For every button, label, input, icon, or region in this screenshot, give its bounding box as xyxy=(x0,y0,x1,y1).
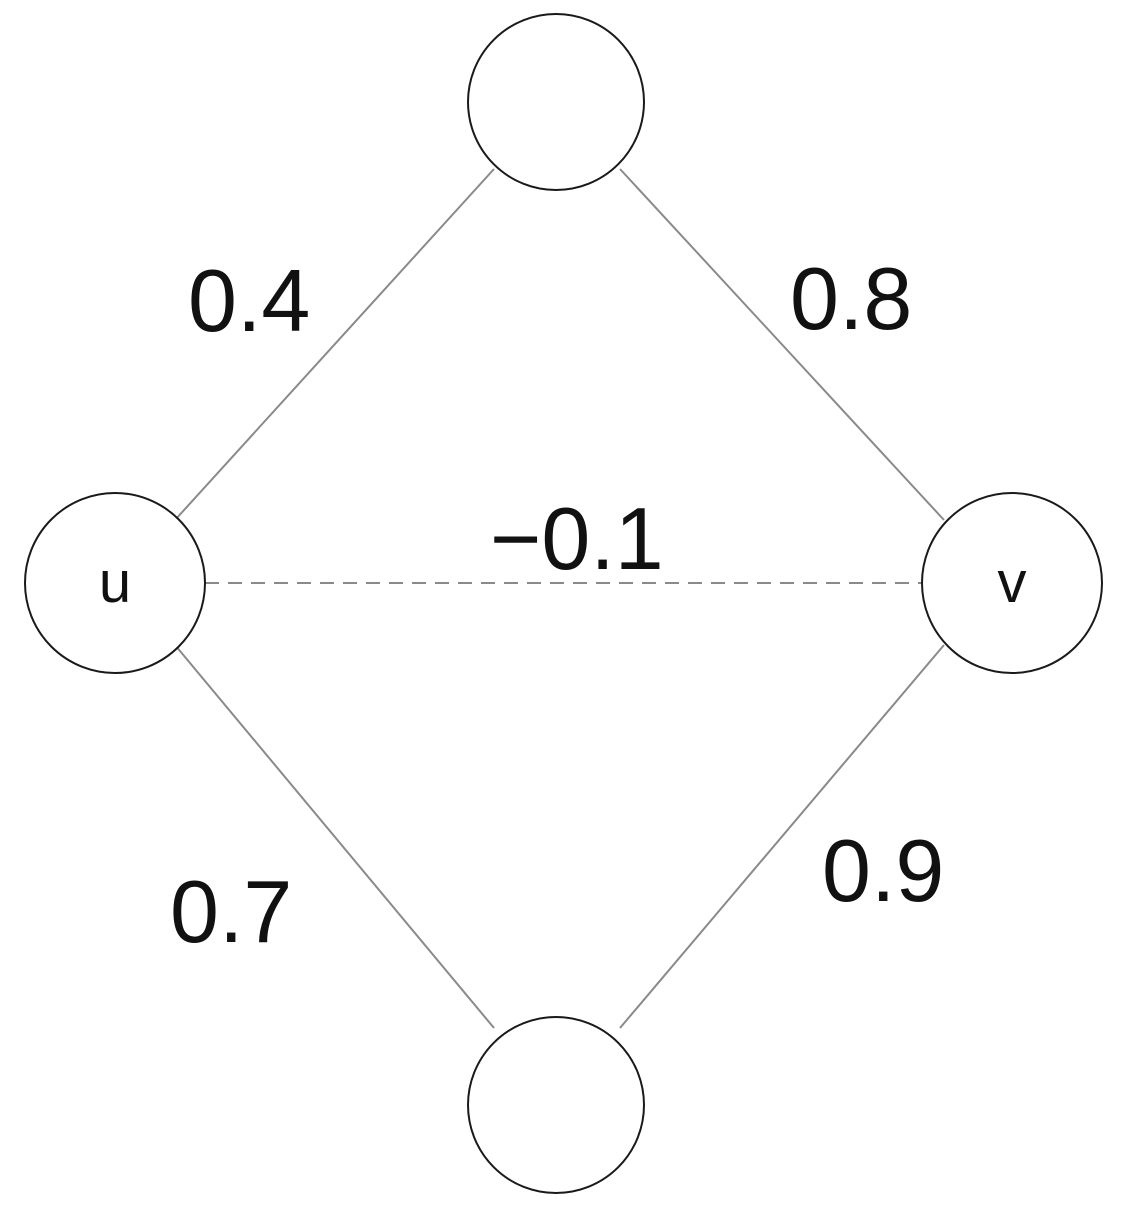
edge-weight-u-bottom: 0.7 xyxy=(170,862,292,961)
node-bottom-circle xyxy=(467,1016,645,1194)
edge-u-bottom xyxy=(174,644,495,1029)
node-u-circle xyxy=(24,492,206,674)
edge-bottom-v xyxy=(619,644,945,1029)
edge-top-v xyxy=(619,168,945,521)
node-v-label: v xyxy=(998,550,1027,615)
edge-weight-bottom-v: 0.9 xyxy=(822,821,944,920)
node-bottom xyxy=(467,1016,645,1194)
edge-u-top xyxy=(174,168,495,521)
node-v: v xyxy=(921,492,1103,674)
edge-weight-top-v: 0.8 xyxy=(790,249,912,348)
edge-weight-u-v: −0.1 xyxy=(490,489,664,588)
node-v-circle xyxy=(921,492,1103,674)
node-u-label: u xyxy=(99,550,131,615)
edge-weight-u-top: 0.4 xyxy=(188,251,310,350)
node-top xyxy=(467,13,645,191)
node-u: u xyxy=(24,492,206,674)
node-top-circle xyxy=(467,13,645,191)
